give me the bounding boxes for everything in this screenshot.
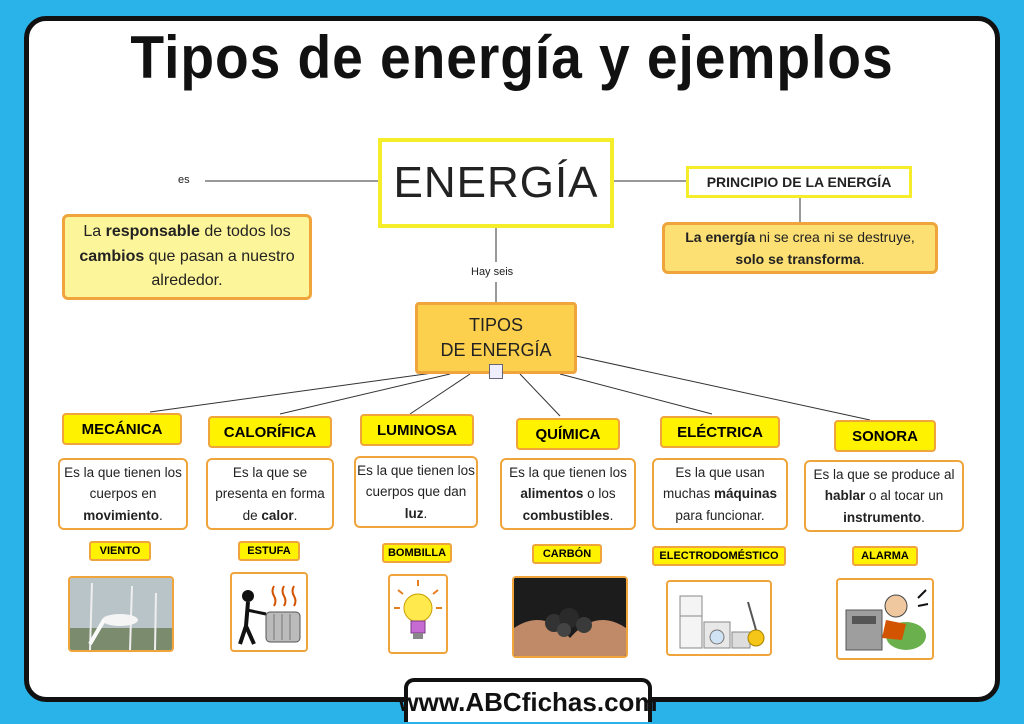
description-luminosa: Es la que tienen los cuerpos que dan luz… (354, 456, 478, 528)
definition-box: La responsable de todos los cambios que … (62, 214, 312, 300)
principle-title: PRINCIPIO DE LA ENERGÍA (686, 166, 912, 198)
wind-turbine-icon (68, 576, 174, 652)
example-label-alarma: ALARMA (852, 546, 918, 566)
link-label-es: es (178, 174, 190, 186)
description-quimica: Es la que tienen los alimentos o los com… (500, 458, 636, 530)
category-sonora: SONORA (834, 420, 936, 452)
category-quimica: QUÍMICA (516, 418, 620, 450)
category-luminosa: LUMINOSA (360, 414, 474, 446)
category-electrica: ELÉCTRICA (660, 416, 780, 448)
heater-icon (230, 572, 308, 652)
example-label-viento: VIENTO (89, 541, 151, 561)
example-label-estufa: ESTUFA (238, 541, 300, 561)
link-label-hay-seis: Hay seis (471, 266, 514, 278)
example-label-bombilla: BOMBILLA (382, 543, 452, 563)
website-footer[interactable]: www.ABCfichas.com (398, 678, 658, 722)
principle-box: La energía ni se crea ni se destruye, so… (662, 222, 938, 274)
appliances-icon (666, 580, 772, 656)
example-label-carbon: CARBÓN (532, 544, 602, 564)
description-sonora: Es la que se produce al hablar o al toca… (804, 460, 964, 532)
category-calorifica: CALORÍFICA (208, 416, 332, 448)
document-icon (489, 364, 503, 379)
description-calorifica: Es la que se presenta en forma de calor. (206, 458, 334, 530)
page-title: Tipos de energía y ejemplos (130, 24, 894, 91)
example-label-electrodomestico: ELECTRODOMÉSTICO (652, 546, 786, 566)
alarm-icon (836, 578, 934, 660)
coal-icon (512, 576, 628, 658)
main-concept: ENERGÍA (378, 138, 614, 228)
category-mecanica: MECÁNICA (62, 413, 182, 445)
description-electrica: Es la que usan muchas máquinas para func… (652, 458, 788, 530)
light-bulb-icon (388, 574, 448, 654)
description-mecanica: Es la que tienen los cuerpos en movimien… (58, 458, 188, 530)
